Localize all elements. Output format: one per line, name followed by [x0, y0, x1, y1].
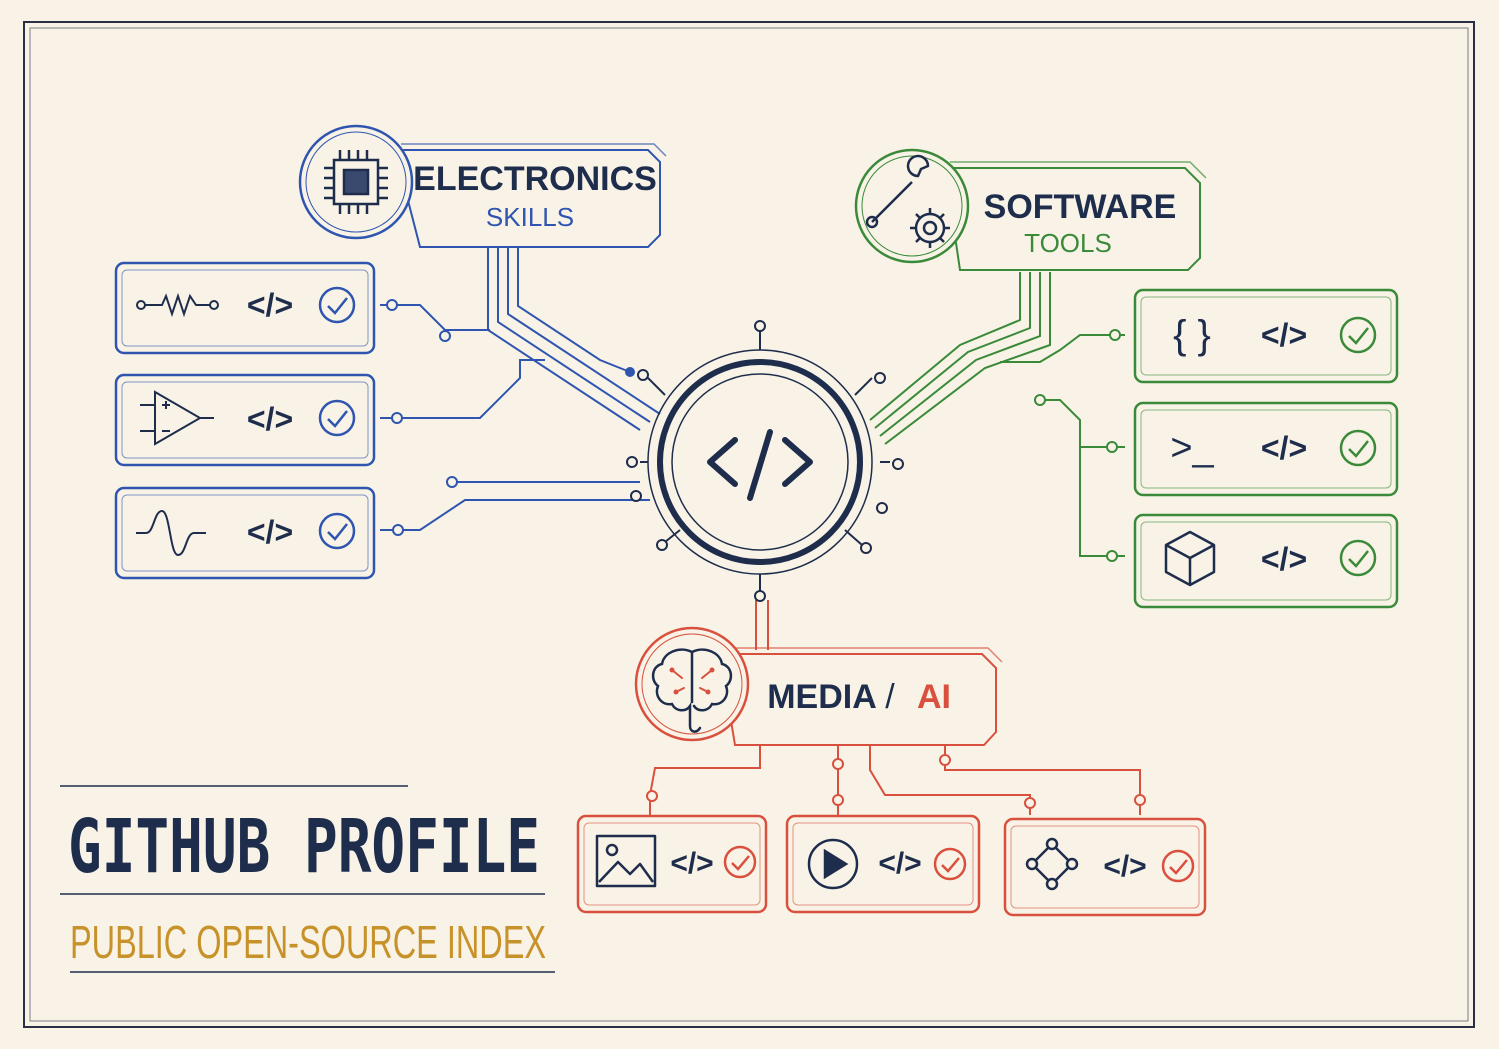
code-tag: </>	[1261, 317, 1307, 353]
code-tag: </>	[247, 401, 293, 437]
terminal-icon: >_	[1170, 427, 1214, 469]
resistor-icon	[136, 292, 219, 318]
electronics-title: ELECTRONICS	[413, 160, 657, 198]
check-icon	[318, 512, 356, 550]
check-icon	[318, 286, 356, 324]
media-header: MEDIA / AI	[634, 626, 1003, 746]
code-icon	[707, 429, 813, 501]
media-title-a: MEDIA	[767, 678, 877, 716]
media-item-3[interactable]: </>	[1003, 817, 1207, 917]
sine-wave-icon	[136, 509, 206, 557]
media-item-2[interactable]: </>	[785, 814, 981, 914]
check-icon	[1339, 539, 1377, 577]
electronics-header: ELECTRONICS SKILLS	[298, 124, 667, 248]
code-tag: </>	[1261, 430, 1307, 466]
electronics-subtitle: SKILLS	[486, 202, 574, 232]
media-item-1[interactable]: </>	[576, 814, 768, 914]
media-connectors	[646, 600, 1146, 815]
media-list: </> </> </>	[576, 814, 1207, 917]
code-tag: </>	[878, 847, 921, 880]
code-tag: </>	[1261, 541, 1307, 577]
brain-icon	[651, 648, 733, 733]
page-frame	[23, 21, 1475, 1028]
software-item-1[interactable]: { } </>	[1133, 288, 1399, 384]
software-item-2[interactable]: >_ </>	[1133, 401, 1399, 497]
amplifier-icon	[140, 390, 214, 446]
check-icon	[1161, 849, 1195, 883]
footer-title: GITHUB PROFILE	[68, 804, 540, 890]
code-tag: </>	[670, 847, 713, 880]
check-icon	[1339, 429, 1377, 467]
software-header: SOFTWARE TOOLS	[854, 148, 1207, 271]
code-tag: </>	[247, 514, 293, 550]
footer-title-block: GITHUB PROFILE PUBLIC OPEN-SOURCE INDEX	[60, 785, 555, 973]
electronics-item-3[interactable]: </>	[114, 486, 376, 580]
media-title-b: AI	[917, 678, 951, 716]
image-icon	[595, 834, 657, 888]
braces-icon: { }	[1173, 313, 1211, 357]
center-hub	[626, 320, 904, 602]
check-icon	[723, 845, 757, 879]
check-icon	[318, 399, 356, 437]
check-icon	[1339, 316, 1377, 354]
software-item-3[interactable]: </>	[1133, 513, 1399, 609]
electronics-item-1[interactable]: </>	[114, 261, 376, 355]
play-icon	[807, 838, 859, 890]
cube-icon	[1164, 530, 1216, 587]
check-icon	[933, 847, 967, 881]
wrench-gear-icon	[865, 154, 950, 248]
software-connectors	[869, 272, 1125, 562]
software-title: SOFTWARE	[984, 188, 1177, 226]
code-tag: </>	[1103, 850, 1146, 883]
electronics-connectors	[380, 248, 661, 536]
media-title-sep: /	[885, 678, 895, 716]
electronics-item-2[interactable]: </>	[114, 373, 376, 467]
software-list: { } </> >_ </> </>	[1133, 288, 1399, 609]
graph-icon	[1025, 837, 1079, 891]
code-tag: </>	[247, 287, 293, 323]
footer-subtitle: PUBLIC OPEN-SOURCE INDEX	[70, 916, 546, 968]
software-subtitle: TOOLS	[1024, 228, 1112, 258]
electronics-list: </> </> </>	[114, 261, 376, 580]
chip-icon	[324, 150, 388, 214]
